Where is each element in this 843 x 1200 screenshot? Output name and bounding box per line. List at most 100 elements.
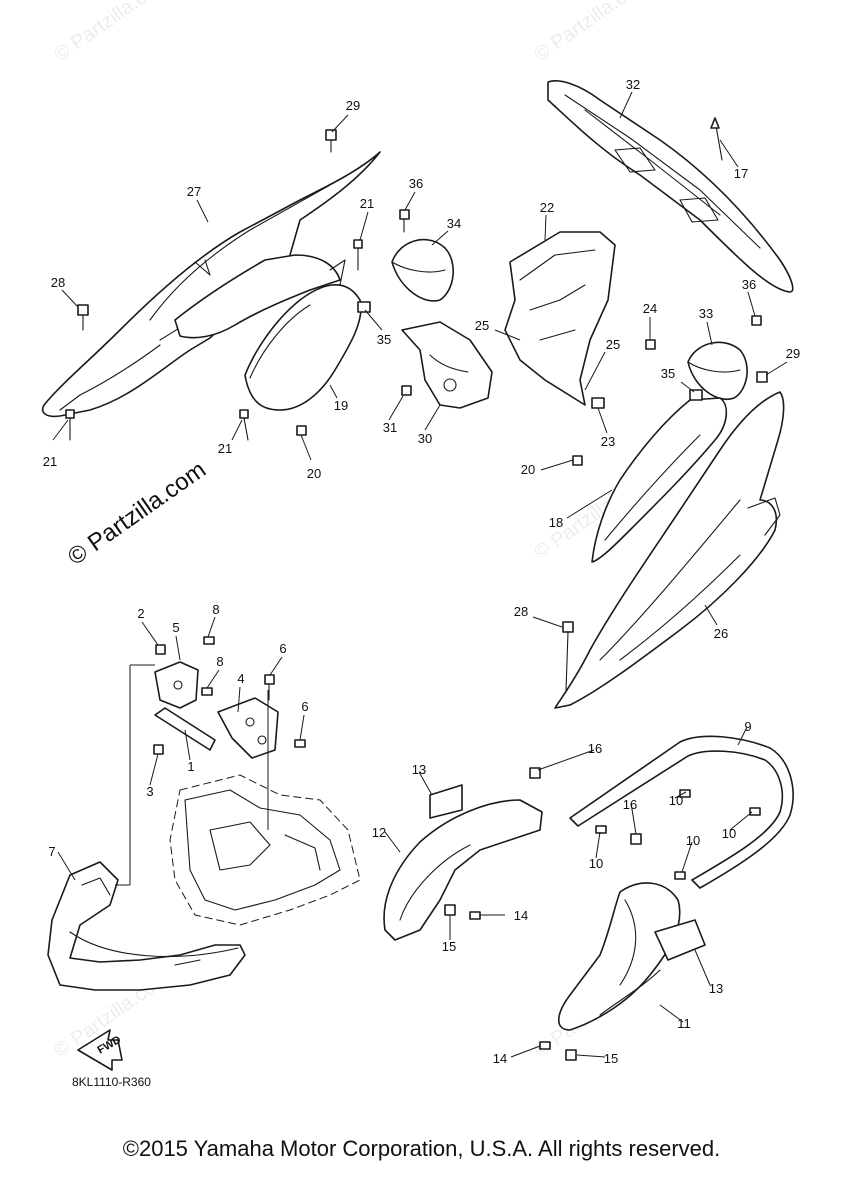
nut-icon <box>153 744 164 755</box>
callout-21: 21 <box>43 454 57 469</box>
callout-6: 6 <box>301 699 308 714</box>
callout-36: 36 <box>742 277 756 292</box>
part-5-bracket[interactable] <box>154 661 199 709</box>
callout-8: 8 <box>216 654 223 669</box>
screw-icon <box>469 911 481 920</box>
screw-icon <box>353 239 363 271</box>
callout-18: 18 <box>549 515 563 530</box>
callout-28: 28 <box>51 275 65 290</box>
bolt-icon <box>630 833 642 845</box>
screw-icon <box>572 455 583 466</box>
bolt-icon <box>155 644 166 655</box>
callout-7: 7 <box>48 844 55 859</box>
diagram-code: 8KL1110-R360 <box>72 1075 151 1089</box>
bolt-icon <box>399 209 410 233</box>
part-22-center-cowl[interactable] <box>504 231 616 406</box>
callout-21: 21 <box>218 441 232 456</box>
callout-11: 11 <box>677 1016 691 1031</box>
callout-10: 10 <box>686 833 700 848</box>
screw-icon <box>65 409 75 441</box>
part-1-stay[interactable] <box>154 707 216 751</box>
callout-29: 29 <box>786 346 800 361</box>
callout-6: 6 <box>279 641 286 656</box>
screw-icon <box>294 739 306 748</box>
callout-16: 16 <box>588 741 602 756</box>
callout-24: 24 <box>643 301 657 316</box>
leader-lines <box>52 91 788 1058</box>
screw-icon <box>203 636 215 645</box>
screw-icon <box>679 789 691 798</box>
callout-23: 23 <box>601 434 615 449</box>
part-32-mesh-panel[interactable] <box>547 80 794 293</box>
faint-watermark: © Partzilla.com <box>530 0 653 66</box>
part-34-reflector[interactable] <box>391 238 455 302</box>
callout-14: 14 <box>514 908 528 923</box>
callout-14: 14 <box>493 1051 507 1066</box>
part-33-reflector[interactable] <box>687 341 748 401</box>
clip-icon <box>591 397 605 409</box>
callout-2: 2 <box>137 606 144 621</box>
callout-28: 28 <box>514 604 528 619</box>
screw-icon <box>595 825 607 834</box>
callout-3: 3 <box>146 784 153 799</box>
callout-22: 22 <box>540 200 554 215</box>
callout-15: 15 <box>442 939 456 954</box>
clip-icon <box>565 1049 577 1061</box>
callout-33: 33 <box>699 306 713 321</box>
callout-27: 27 <box>187 184 201 199</box>
callout-35: 35 <box>377 332 391 347</box>
part-26-right-side-cover[interactable] <box>554 391 785 709</box>
fasteners <box>65 117 768 1061</box>
callout-15: 15 <box>604 1051 618 1066</box>
copyright-notice: ©2015 Yamaha Motor Corporation, U.S.A. A… <box>122 1136 721 1161</box>
callout-12: 12 <box>372 825 386 840</box>
callout-17: 17 <box>734 166 748 181</box>
clip-icon <box>689 389 703 401</box>
callout-32: 32 <box>626 77 640 92</box>
part-30-bracket[interactable] <box>401 321 493 409</box>
callout-10: 10 <box>589 856 603 871</box>
faint-watermark: © Partzilla.com <box>50 0 173 66</box>
clip-icon <box>357 301 371 313</box>
screw-icon <box>239 409 249 441</box>
callout-10: 10 <box>722 826 736 841</box>
bolt-icon <box>751 315 762 326</box>
callout-34: 34 <box>447 216 461 231</box>
part-9-guard-bar[interactable] <box>569 735 794 889</box>
bolt-icon <box>264 674 275 701</box>
callout-20: 20 <box>307 466 321 481</box>
part-19-inner-panel[interactable] <box>174 254 362 411</box>
screw-icon <box>539 1041 551 1050</box>
part-7-front-cowl[interactable] <box>47 861 246 991</box>
clip-icon <box>444 904 456 916</box>
callouts: 29 27 28 21 21 21 36 34 35 19 20 31 30 2… <box>43 77 800 1066</box>
callout-1: 1 <box>187 759 194 774</box>
callout-5: 5 <box>172 620 179 635</box>
part-18-inner-cover[interactable] <box>591 397 728 563</box>
fwd-arrow: FWD <box>77 1029 123 1071</box>
callout-26: 26 <box>714 626 728 641</box>
screw-icon <box>749 807 761 816</box>
screw-icon <box>296 425 307 436</box>
callout-29: 29 <box>346 98 360 113</box>
bolt-icon <box>529 767 541 779</box>
part-4-bracket[interactable] <box>217 697 279 759</box>
screw-icon <box>674 871 686 880</box>
callout-9: 9 <box>744 719 751 734</box>
callout-20: 20 <box>521 462 535 477</box>
callout-13: 13 <box>709 981 723 996</box>
callout-8: 8 <box>212 602 219 617</box>
callout-30: 30 <box>418 431 432 446</box>
part-11-front-fender[interactable] <box>557 882 706 1031</box>
callout-35: 35 <box>661 366 675 381</box>
frame-reference <box>169 774 361 926</box>
partzilla-watermark: © Partzilla.com <box>63 456 211 571</box>
callout-25: 25 <box>606 337 620 352</box>
callout-21: 21 <box>360 196 374 211</box>
bolt-icon <box>325 129 337 153</box>
callout-36: 36 <box>409 176 423 191</box>
part-12-fender[interactable] <box>383 784 543 941</box>
callout-19: 19 <box>334 398 348 413</box>
callout-4: 4 <box>237 671 244 686</box>
screw-icon <box>401 385 412 396</box>
